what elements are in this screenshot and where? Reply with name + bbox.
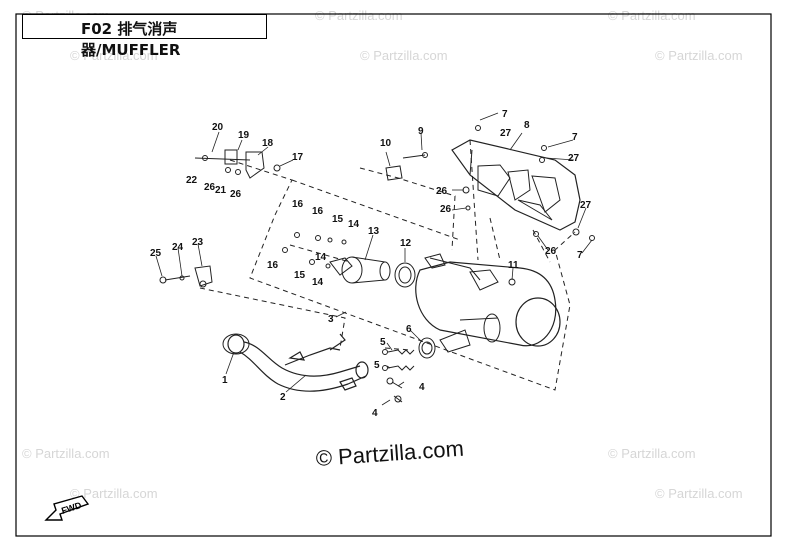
callout-15: 15 bbox=[294, 270, 306, 281]
callout-26: 26 bbox=[545, 246, 557, 257]
callout-27: 27 bbox=[580, 200, 592, 211]
flange bbox=[222, 333, 250, 355]
watermark: © Partzilla.com bbox=[315, 8, 403, 23]
callout-16: 16 bbox=[267, 260, 279, 271]
callout-14: 14 bbox=[312, 277, 324, 288]
callout-24: 24 bbox=[172, 242, 184, 253]
callout-4: 4 bbox=[372, 408, 378, 419]
muffler-body bbox=[415, 253, 561, 353]
bolts-4 bbox=[386, 377, 403, 403]
callout-26: 26 bbox=[436, 186, 448, 197]
callout-16: 16 bbox=[292, 199, 304, 210]
callout-21: 21 bbox=[215, 185, 227, 196]
callout-26: 26 bbox=[230, 189, 242, 200]
watermark: © Partzilla.com bbox=[608, 446, 696, 461]
callout-27: 27 bbox=[500, 128, 512, 139]
callout-14: 14 bbox=[348, 219, 360, 230]
watermark: © Partzilla.com bbox=[608, 8, 696, 23]
callout-8: 8 bbox=[524, 120, 530, 131]
callout-22: 22 bbox=[186, 175, 198, 186]
callout-11: 11 bbox=[508, 260, 519, 271]
callout-12: 12 bbox=[400, 238, 412, 249]
watermark: © Partzilla.com bbox=[655, 48, 743, 63]
callout-19: 19 bbox=[238, 130, 250, 141]
callout-27: 27 bbox=[568, 153, 580, 164]
exhaust-pipe bbox=[227, 333, 369, 392]
title-box: F02 排气消声器/MUFFLER bbox=[22, 14, 267, 59]
callout-4: 4 bbox=[419, 382, 425, 393]
gasket-6 bbox=[418, 337, 436, 359]
callout-16: 16 bbox=[312, 206, 324, 217]
heat-shield bbox=[451, 139, 581, 231]
callout-1: 1 bbox=[222, 375, 228, 386]
callout-3: 3 bbox=[328, 314, 334, 325]
watermark: © Partzilla.com bbox=[22, 446, 110, 461]
callout-18: 18 bbox=[262, 138, 274, 149]
callout-26: 26 bbox=[204, 182, 216, 193]
callout-15: 15 bbox=[332, 214, 344, 225]
callout-14: 14 bbox=[315, 252, 327, 263]
callout-7: 7 bbox=[502, 109, 508, 120]
small-hardware bbox=[282, 125, 595, 286]
leader-lines bbox=[155, 112, 593, 406]
watermark: © Partzilla.com bbox=[655, 486, 743, 501]
callout-5: 5 bbox=[374, 360, 380, 371]
watermark: © Partzilla.com bbox=[70, 486, 158, 501]
watermark: © Partzilla.com bbox=[70, 48, 158, 63]
diagram-title: F02 排气消声器/MUFFLER bbox=[81, 20, 181, 59]
callout-6: 6 bbox=[406, 324, 412, 335]
callout-labels: 1 2 3 4 4 5 5 6 7 7 7 8 9 10 11 12 13 14… bbox=[150, 109, 592, 419]
side-bracket bbox=[159, 265, 213, 288]
callout-9: 9 bbox=[418, 126, 424, 137]
springs bbox=[382, 349, 415, 371]
callout-17: 17 bbox=[292, 152, 304, 163]
watermark: © Partzilla.com bbox=[360, 48, 448, 63]
callout-23: 23 bbox=[192, 237, 204, 248]
fwd-arrow-icon: FWD bbox=[44, 490, 90, 529]
callout-20: 20 bbox=[212, 122, 224, 133]
callout-2: 2 bbox=[280, 392, 286, 403]
callout-5: 5 bbox=[380, 337, 386, 348]
bolt-9-bracket-10 bbox=[385, 152, 428, 181]
mount-bracket bbox=[194, 149, 281, 179]
gasket-ring bbox=[394, 262, 416, 288]
callout-25: 25 bbox=[150, 248, 162, 259]
callout-13: 13 bbox=[368, 226, 380, 237]
callout-7: 7 bbox=[577, 250, 583, 261]
callout-7: 7 bbox=[572, 132, 578, 143]
callout-26: 26 bbox=[440, 204, 452, 215]
assembly-outline bbox=[229, 159, 576, 391]
callout-10: 10 bbox=[380, 138, 392, 149]
frame-border bbox=[15, 13, 772, 537]
inlet-pipe bbox=[329, 256, 391, 284]
